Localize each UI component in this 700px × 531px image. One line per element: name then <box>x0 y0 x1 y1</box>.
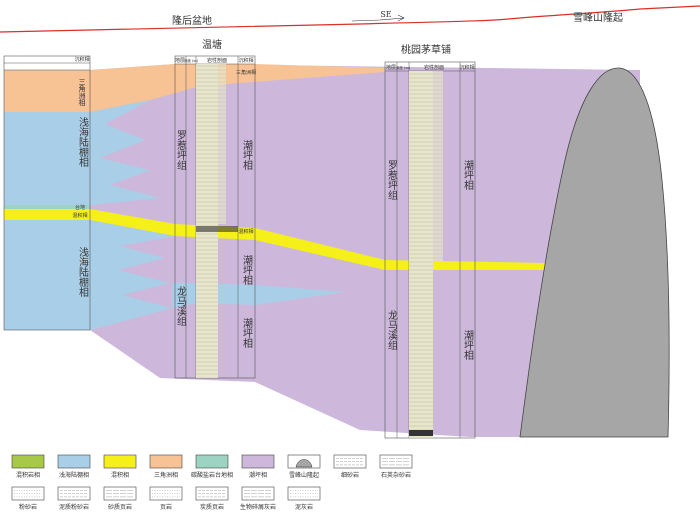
legend-item: 砂质页岩 <box>103 486 137 511</box>
wentang-title: 温塘 <box>202 38 222 51</box>
legend-label: 混积相 <box>111 471 129 479</box>
legend-label: 浅海陆棚相 <box>59 471 89 479</box>
xuefeng-uplift-mountain <box>519 67 670 438</box>
legend-label: 细砂岩 <box>341 471 359 479</box>
taoyuan-facies-tidal-upper: 潮坪相 <box>462 159 474 190</box>
wentang-header-strata: 地层 <box>175 57 185 64</box>
legend-item: 混积相 <box>103 454 137 479</box>
legend-item: 浅海陆棚相 <box>57 454 91 479</box>
legend-label: 泥质粉砂岩 <box>59 503 89 511</box>
legend-label: 雪峰山隆起 <box>289 471 319 479</box>
left-facies-shelf-lower: 浅海陆棚相 <box>77 246 89 297</box>
legend-label: 泥灰岩 <box>295 503 313 511</box>
left-facies-delta: 三角洲相 <box>78 78 86 107</box>
legend-item: 三角洲相 <box>149 454 183 479</box>
taoyuan-lithology-log <box>409 71 433 438</box>
taoyuan-formation-luoreping: 罗惹坪组 <box>386 160 398 200</box>
legend-item: 细砂岩 <box>333 454 367 479</box>
legend: 混积岩相 浅海陆棚相 混积相 三角洲相 碳酸盐岩台地相 潮坪相 雪峰山隆起 细砂岩 石英杂砂岩粉… <box>11 454 413 511</box>
platform-band <box>4 205 90 209</box>
legend-label: 页岩 <box>160 503 172 511</box>
wentang-facies-tidal-upper: 潮坪相 <box>241 139 253 170</box>
taoyuan-title: 桃园茅草铺 <box>401 43 451 56</box>
left-facies-shelf-upper: 浅海陆棚相 <box>77 116 89 167</box>
legend-label: 三角洲相 <box>154 471 178 479</box>
taoyuan-facies-tidal-lower: 潮坪相 <box>462 329 474 360</box>
wentang-header-lithology: 岩性剖面 <box>207 57 227 64</box>
region-label-right: 雪峰山隆起 <box>573 11 623 24</box>
delta-body <box>4 64 385 112</box>
top-boundary-line <box>0 5 700 33</box>
taoyuan-formation-longmaxi: 龙马溪组 <box>386 309 398 350</box>
legend-label: 炭质页岩 <box>200 503 224 511</box>
direction-label: SE <box>380 10 391 19</box>
wentang-lithology-log <box>196 64 218 378</box>
legend-swatch <box>11 454 45 469</box>
shelf-body-upper <box>4 100 160 205</box>
wentang-formation-longmaxi: 龙马溪组 <box>175 285 187 326</box>
left-facies-column <box>3 55 91 331</box>
wentang-facies-delta: 三角洲相 <box>236 69 256 76</box>
legend-label: 混积岩相 <box>16 471 40 479</box>
legend-item: 石英杂砂岩 <box>379 454 413 479</box>
legend-item: 潮坪相 <box>241 454 275 479</box>
legend-item: 雪峰山隆起 <box>287 454 321 479</box>
mixed-facies-band <box>4 209 546 270</box>
left-facies-platform: 台地 <box>75 204 85 211</box>
wentang-header-facies: 沉积相 <box>238 57 253 64</box>
direction-arrow <box>351 14 405 22</box>
legend-label: 石英杂砂岩 <box>381 471 411 479</box>
taoyuan-header-depth: 深度 (m) <box>396 65 411 70</box>
taoyuan-header-strata: 地层 <box>386 64 396 71</box>
legend-swatch <box>241 454 275 469</box>
legend-item: 粉砂岩 <box>11 486 45 511</box>
taoyuan-header-lithology: 岩性剖面 <box>424 64 444 71</box>
legend-label: 砂质页岩 <box>108 503 132 511</box>
legend-item: 页岩 <box>149 486 183 511</box>
legend-item: 泥灰岩 <box>287 486 321 511</box>
region-label-left: 隆后盆地 <box>172 14 212 27</box>
legend-label: 生物碎屑灰岩 <box>240 503 276 511</box>
legend-swatch <box>57 454 91 469</box>
legend-item: 碳酸盐岩台地相 <box>191 454 233 479</box>
legend-item: 混积岩相 <box>11 454 45 479</box>
legend-label: 粉砂岩 <box>19 503 37 511</box>
legend-item: 炭质页岩 <box>195 486 229 511</box>
wentang-header-depth: 深度 (m) <box>184 58 199 63</box>
wentang-facies-mixed: 混积相 <box>238 228 253 235</box>
legend-item: 生物碎屑灰岩 <box>240 486 276 511</box>
wentang-facies-tidal-middle: 潮坪相 <box>241 254 253 285</box>
mountain-icon <box>295 459 313 468</box>
legend-item: 泥质粉砂岩 <box>57 486 91 511</box>
tidal-flat-body <box>90 64 640 437</box>
legend-label: 碳酸盐岩台地相 <box>191 471 233 479</box>
wentang-facies-tidal-lower: 潮坪相 <box>241 317 253 348</box>
legend-label: 潮坪相 <box>249 471 267 479</box>
wentang-formation-luoreping: 罗惹坪组 <box>175 130 187 170</box>
legend-swatch <box>195 454 229 469</box>
shelf-body-lower <box>4 220 175 330</box>
taoyuan-header-facies: 沉积相 <box>459 64 474 71</box>
legend-swatch <box>149 454 183 469</box>
left-facies-mixed: 混积相 <box>72 212 87 219</box>
left-column-header: 沉积相 <box>74 56 89 63</box>
legend-swatch <box>103 454 137 469</box>
